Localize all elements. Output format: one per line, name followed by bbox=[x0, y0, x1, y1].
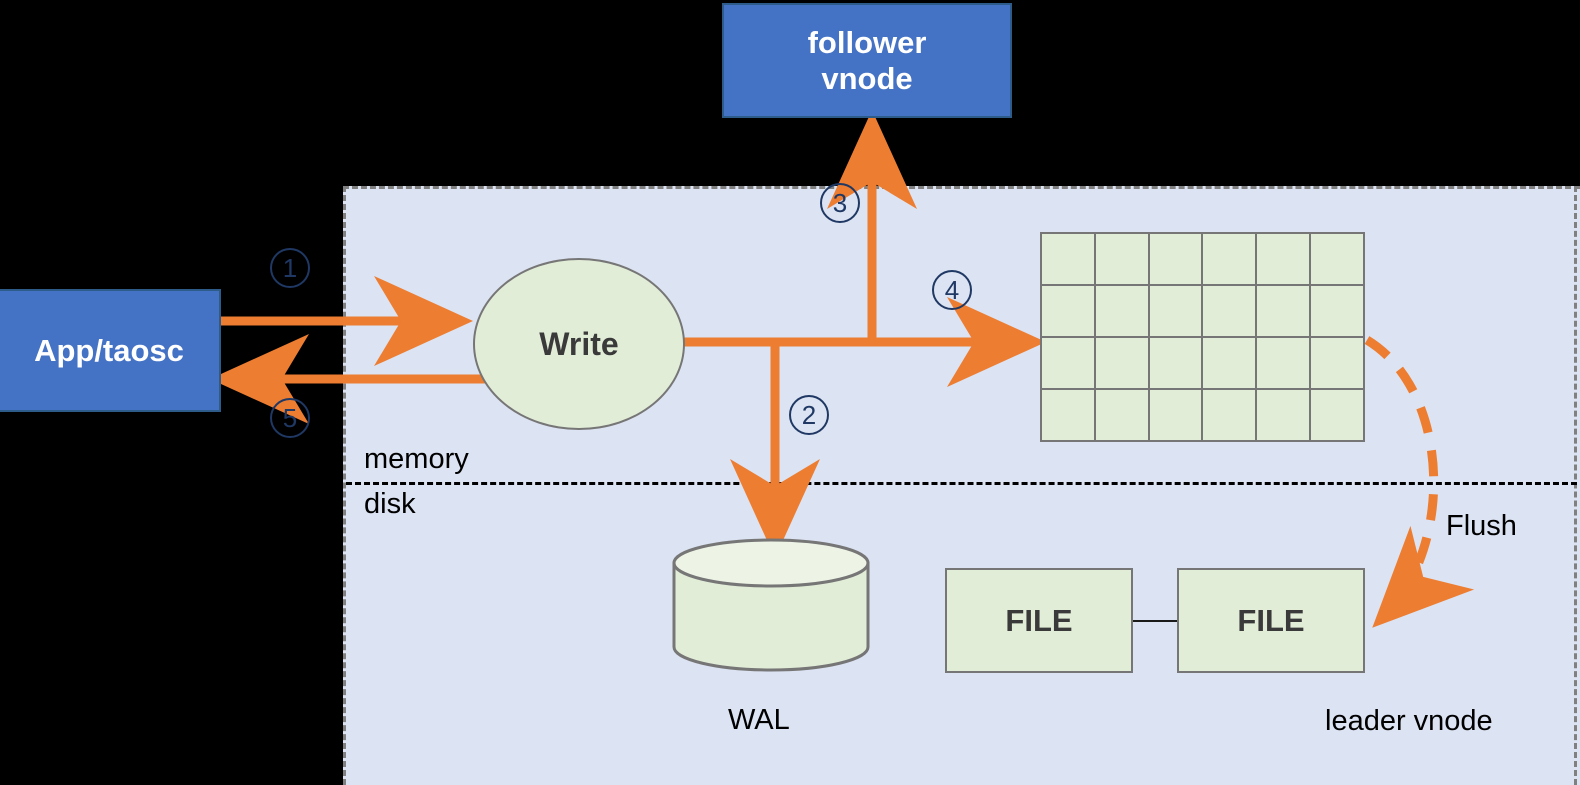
memtable-cell bbox=[1095, 286, 1148, 336]
memtable-cell bbox=[1042, 338, 1094, 388]
memtable-cell bbox=[1257, 286, 1310, 336]
app-taosc-label: App/taosc bbox=[34, 332, 184, 368]
follower-vnode-label-line2: vnode bbox=[821, 60, 913, 96]
memtable-cell bbox=[1203, 286, 1256, 336]
memtable-cell bbox=[1095, 234, 1148, 284]
memtable-cell bbox=[1095, 338, 1148, 388]
leader-vnode-label: leader vnode bbox=[1325, 705, 1493, 737]
step-badge-5: 5 bbox=[270, 398, 310, 438]
step-badge-4: 4 bbox=[932, 270, 972, 310]
memtable-cell bbox=[1149, 390, 1202, 440]
step-badge-1: 1 bbox=[270, 248, 310, 288]
follower-vnode-box[interactable]: follower vnode bbox=[722, 3, 1012, 118]
wal-cylinder-top bbox=[672, 538, 870, 588]
file-box-2-label: FILE bbox=[1237, 602, 1305, 638]
memtable-cell bbox=[1042, 286, 1094, 336]
memtable-cell bbox=[1042, 234, 1094, 284]
memtable-cell bbox=[1257, 234, 1310, 284]
memory-label: memory bbox=[364, 443, 469, 475]
memtable-cell bbox=[1311, 234, 1363, 284]
memtable-cell bbox=[1149, 338, 1202, 388]
memtable-cell bbox=[1257, 338, 1310, 388]
memtable-cell bbox=[1042, 390, 1094, 440]
memtable-cell bbox=[1149, 234, 1202, 284]
file-connector-line bbox=[1133, 620, 1177, 622]
memtable-cell bbox=[1203, 390, 1256, 440]
memtable-cell bbox=[1311, 286, 1363, 336]
write-node[interactable]: Write bbox=[473, 258, 685, 430]
app-taosc-box[interactable]: App/taosc bbox=[0, 289, 221, 412]
memtable-cell bbox=[1311, 390, 1363, 440]
flush-label: Flush bbox=[1446, 510, 1517, 542]
file-box-1[interactable]: FILE bbox=[945, 568, 1133, 673]
write-label: Write bbox=[539, 325, 619, 362]
step-badge-3: 3 bbox=[820, 183, 860, 223]
wal-cylinder-body bbox=[672, 561, 870, 672]
memory-disk-divider bbox=[346, 482, 1577, 485]
memtable-cell bbox=[1203, 338, 1256, 388]
memtable-cell bbox=[1149, 286, 1202, 336]
memtable-cell bbox=[1311, 338, 1363, 388]
memtable-cell bbox=[1095, 390, 1148, 440]
follower-vnode-label-line1: follower bbox=[807, 24, 927, 60]
memtable-grid[interactable] bbox=[1040, 232, 1365, 442]
wal-label: WAL bbox=[728, 704, 790, 736]
disk-label: disk bbox=[364, 488, 416, 520]
wal-cylinder[interactable] bbox=[672, 538, 870, 672]
leader-vnode-panel-right-edge bbox=[1574, 186, 1577, 785]
memtable-cell bbox=[1257, 390, 1310, 440]
file-box-1-label: FILE bbox=[1005, 602, 1073, 638]
memtable-cell bbox=[1203, 234, 1256, 284]
file-box-2[interactable]: FILE bbox=[1177, 568, 1365, 673]
step-badge-2: 2 bbox=[789, 395, 829, 435]
